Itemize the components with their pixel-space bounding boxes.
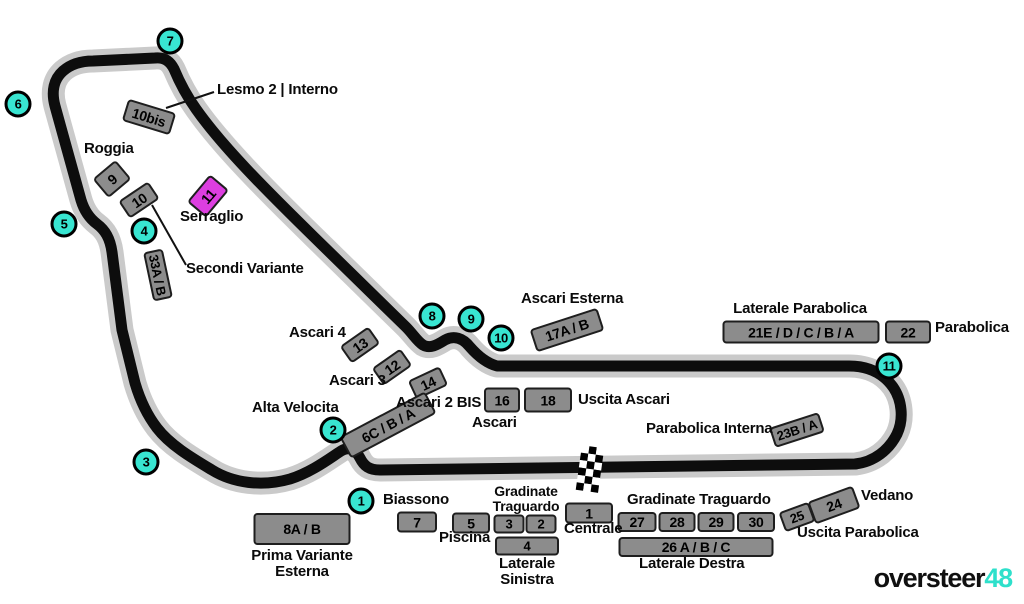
corner-marker-3: 3 [132,448,160,476]
start-finish-flag [575,445,605,493]
label-biassono: Biassono [383,491,449,508]
grandstand-16: 16 [484,387,520,413]
grandstand-18: 18 [524,387,572,413]
label-laterale-line: Laterale [499,555,555,572]
label-ascari-2bis: Ascari 2 BIS [396,394,482,411]
label-ascari-esterna: Ascari Esterna [521,290,624,307]
corner-marker-5: 5 [50,210,78,238]
brand-logo: oversteer48 [873,563,1014,594]
grandstand-21edcba: 21E / D / C / B / A [722,320,880,344]
label-laterale-destra: Laterale Destra [639,555,745,572]
label-alta-velocita: Alta Velocita [252,399,339,416]
label-roggia: Roggia [84,140,134,157]
label-ascari-3: Ascari 3 [329,372,386,389]
grandstand-7: 7 [397,511,437,533]
grandstand-27: 27 [617,512,657,532]
corner-marker-10: 10 [487,324,515,352]
label-ascari: Ascari [472,414,517,431]
grandstand-26abc: 26 A / B / C [618,537,774,557]
label-traguardo-line: Traguardo [492,497,560,514]
label-laterale-sinistra: Laterale Sinistra [499,556,555,588]
brand-logo-accent: 48 [984,563,1013,593]
label-secondi-variante: Secondi Variante [186,260,304,277]
brand-logo-text: oversteer [873,563,986,593]
label-sinistra-line: Sinistra [500,570,554,588]
grandstand-5: 5 [452,512,490,534]
grandstand-1-centrale: 1 [565,502,613,524]
grandstand-22: 22 [885,320,931,344]
label-uscita-ascari: Uscita Ascari [578,391,670,408]
corner-marker-11: 11 [875,352,903,380]
label-gradinate-traguardo-left: Gradinate Traguardo [493,484,560,513]
corner-marker-8: 8 [418,302,446,330]
pointer-lines [151,91,215,266]
grandstand-30: 30 [737,512,775,532]
label-parabolica: Parabolica [935,319,1009,336]
label-lesmo2-interno: Lesmo 2 | Interno [217,81,338,98]
grandstand-2: 2 [525,514,557,534]
corner-marker-4: 4 [130,217,158,245]
label-piscina: Piscina [439,529,491,546]
grandstand-29: 29 [697,512,735,532]
corner-marker-7: 7 [156,27,184,55]
label-uscita-parabolica: Uscita Parabolica [797,524,919,541]
label-vedano: Vedano [861,487,914,504]
label-serraglio: Serraglio [180,208,244,225]
corner-marker-9: 9 [457,305,485,333]
label-parabolica-interna: Parabolica Interna [646,420,773,437]
track-path [41,46,913,495]
corner-marker-1: 1 [347,487,375,515]
label-centrale: Centrale [564,520,623,537]
corner-marker-6: 6 [4,90,32,118]
grandstand-3: 3 [493,514,525,534]
label-laterale-parabolica: Laterale Parabolica [733,300,867,317]
label-prima-variante-esterna: Prima Variante Esterna [251,547,353,580]
label-gradinate-line: Gradinate [494,483,558,499]
label-gradinate-traguardo-right: Gradinate Traguardo [627,491,771,508]
label-esterna-line: Esterna [275,562,329,580]
label-prima-variante-line: Prima Variante [251,547,353,564]
label-ascari-4: Ascari 4 [289,324,346,341]
grandstand-4: 4 [495,536,559,556]
corner-marker-2: 2 [319,416,347,444]
grandstand-8ab: 8A / B [253,513,351,545]
grandstand-28: 28 [658,512,696,532]
